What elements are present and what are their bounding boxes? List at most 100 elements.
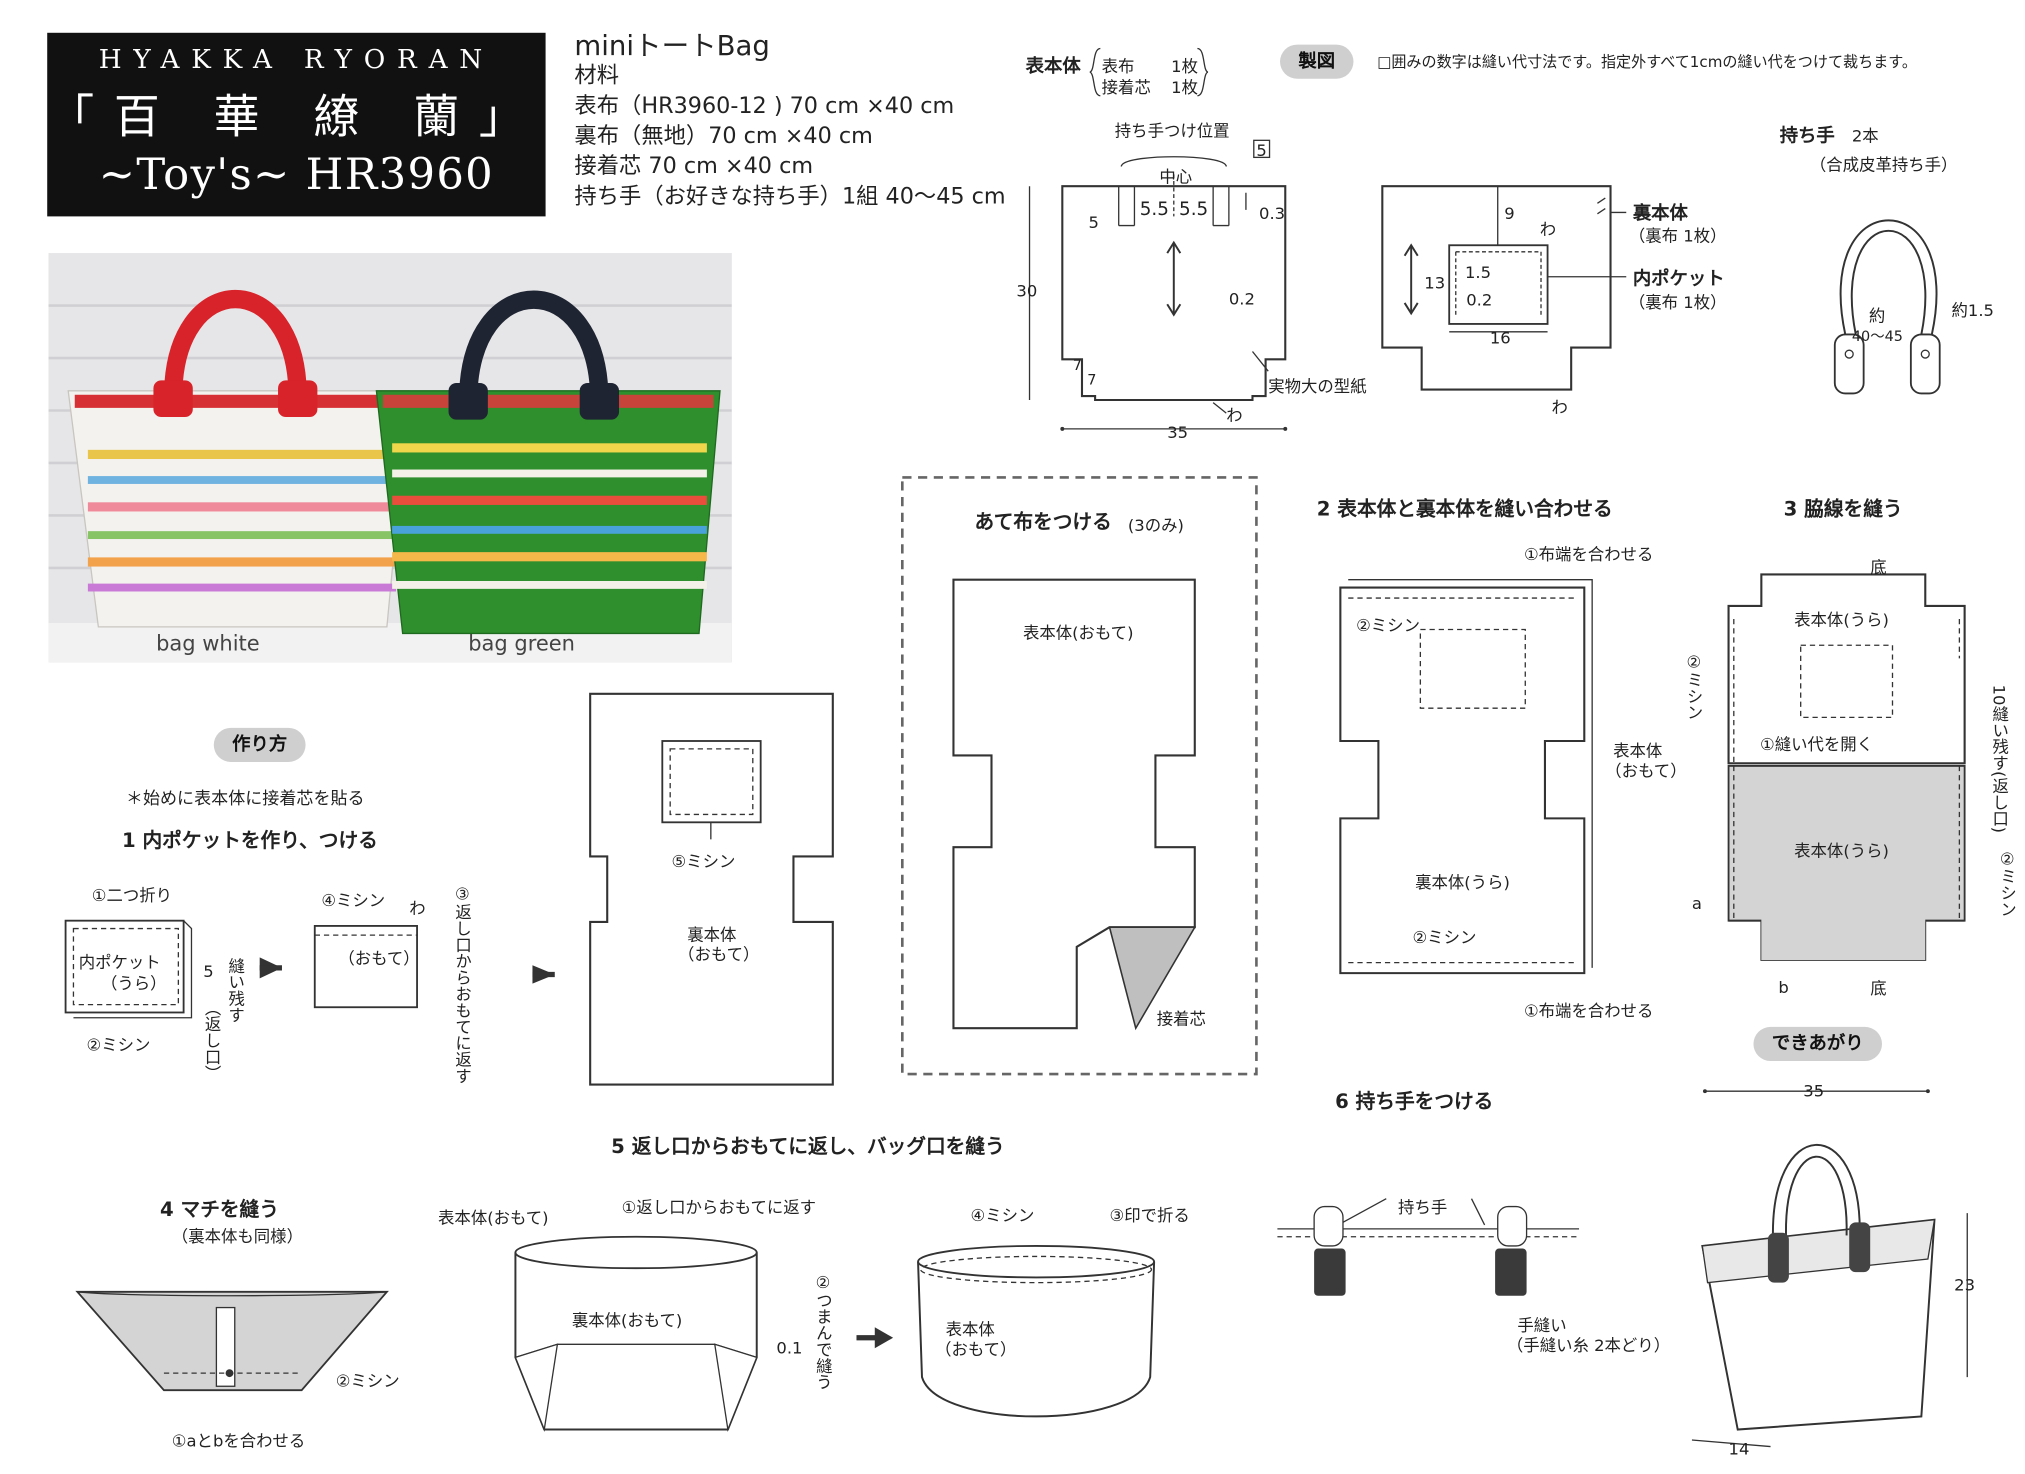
materials-item: 表布（HR3960-12 ) 70 cm ×40 cm bbox=[574, 93, 955, 120]
photo-label-green: bag green bbox=[468, 630, 575, 656]
dim-9: 9 bbox=[1504, 203, 1515, 223]
step2-omote2: （おもて） bbox=[1605, 760, 1687, 781]
materials-item: 接着芯 70 cm ×40 cm bbox=[574, 153, 814, 180]
step3-a: a bbox=[1691, 893, 1702, 913]
s1-ura: （うら） bbox=[100, 973, 167, 993]
s1-sew4: ④ミシン bbox=[321, 890, 386, 911]
step6-hand: 手縫い bbox=[1517, 1315, 1567, 1336]
step2-title: 2 表本体と裏本体を縫い合わせる bbox=[1316, 497, 1613, 521]
dim-0-2: 0.2 bbox=[1228, 288, 1255, 309]
s1-5: 5 bbox=[203, 961, 214, 982]
mochite-label: 持ち手 bbox=[1779, 125, 1835, 147]
materials-item: 持ち手（お好きな持ち手）1組 40～45 cm bbox=[574, 183, 1006, 210]
step6-handle: 持ち手 bbox=[1398, 1197, 1448, 1218]
step5-pinch: ②つまんで縫う bbox=[813, 1272, 833, 1391]
step2-omote: 表本体 bbox=[1613, 740, 1663, 761]
step3-ura2: 表本体(うら) bbox=[1794, 840, 1889, 861]
dekiagari-14: 14 bbox=[1728, 1438, 1750, 1459]
dim-16: 16 bbox=[1489, 327, 1511, 348]
s1-wa: わ bbox=[409, 898, 426, 919]
dim-13: 13 bbox=[1424, 272, 1446, 293]
atenuno-body: 表本体(おもて) bbox=[1022, 622, 1134, 643]
step3-open: ①縫い代を開く bbox=[1760, 734, 1874, 755]
step3-ura: 表本体(うら) bbox=[1794, 609, 1889, 630]
mochite-count: 2本 bbox=[1851, 125, 1879, 146]
s1-body2: （おもて） bbox=[678, 944, 760, 964]
s1-sew5: ⑤ミシン bbox=[671, 851, 736, 871]
pocket-label: 内ポケット bbox=[1632, 268, 1725, 290]
step5-diagram-a bbox=[514, 1235, 758, 1433]
full-size-pattern-label: 実物大の型紙 bbox=[1268, 376, 1367, 397]
dim-35: 35 bbox=[1167, 422, 1189, 442]
atenuno-interfacing: 接着芯 bbox=[1156, 1008, 1206, 1029]
dim-0-3: 0.3 bbox=[1259, 203, 1286, 223]
step2-align2: ①布端を合わせる bbox=[1523, 1000, 1654, 1021]
dim-5-5-left: 5.5 bbox=[1139, 199, 1169, 221]
photo-label-white: bag white bbox=[156, 630, 260, 656]
dim-7a: 7 bbox=[1072, 356, 1082, 374]
step3-bottom: 底 bbox=[1870, 557, 1887, 578]
s1-body: 裏本体 bbox=[687, 924, 737, 945]
dekiagari-23: 23 bbox=[1954, 1274, 1975, 1295]
step3-sew: ②ミシン bbox=[1683, 651, 1704, 721]
product-photo: bag white bag green bbox=[48, 253, 732, 663]
s1-return: （返し口） bbox=[201, 999, 222, 1082]
brace-left bbox=[1089, 47, 1101, 97]
brand-logo: HYAKKA RYORAN 「百 華 繚 蘭」 ~Toy's~ HR3960 bbox=[47, 32, 546, 217]
step5-sew4: ④ミシン bbox=[970, 1205, 1035, 1225]
howto-note: ＊始めに表本体に接着芯を貼る bbox=[125, 789, 365, 810]
step4-sew: ②ミシン bbox=[335, 1370, 400, 1391]
step6-title: 6 持ち手をつける bbox=[1335, 1089, 1494, 1114]
howto-badge: 作り方 bbox=[213, 727, 306, 762]
omote-sub2: 接着芯 bbox=[1101, 77, 1151, 98]
step5-title: 5 返し口からおもてに返し、バッグ口を縫う bbox=[611, 1134, 1005, 1159]
step1-title: 1 内ポケットを作り、つける bbox=[121, 828, 378, 853]
atenuno-sub: (3のみ) bbox=[1127, 515, 1184, 536]
omote-sub1-qty: 1枚 bbox=[1171, 56, 1198, 77]
yaku-label: 約 bbox=[1868, 305, 1886, 326]
finished-bag-diagram bbox=[1691, 1089, 1968, 1448]
step5-ura: 裏本体(おもて) bbox=[571, 1310, 683, 1330]
seizu-badge: 製図 bbox=[1280, 44, 1354, 79]
yaku-length: 40～45 bbox=[1851, 327, 1903, 345]
step5-turn: ①返し口からおもてに返す bbox=[621, 1197, 817, 1218]
materials-block: miniトートBag 材料 表布（HR3960-12 ) 70 cm ×40 c… bbox=[574, 31, 1005, 212]
dim-0-2b: 0.2 bbox=[1466, 289, 1493, 310]
green-bag-stripes bbox=[392, 443, 707, 589]
ura-label: 裏本体 bbox=[1632, 203, 1688, 225]
pattern-ura-diagram bbox=[1381, 185, 1627, 391]
step5-fold: ③印で折る bbox=[1109, 1205, 1190, 1225]
step1-body-diagram bbox=[589, 692, 834, 1086]
bag-photo-illustration bbox=[48, 253, 732, 663]
step4-diagram bbox=[75, 1290, 389, 1392]
materials-item: 裏布（無地）70 cm ×40 cm bbox=[574, 123, 873, 150]
step2-diagram bbox=[1339, 579, 1593, 975]
seizu-note: □囲みの数字は縫い代寸法です。指定外すべて1cmの縫い代をつけて裁ちます。 bbox=[1377, 52, 1917, 71]
step3-bottom2: 底 bbox=[1870, 978, 1887, 999]
dim-7b: 7 bbox=[1087, 371, 1097, 389]
step2-sew: ②ミシン bbox=[1356, 615, 1420, 635]
logo-line2: 「百 華 繚 蘭」 bbox=[48, 91, 545, 145]
atenuno-panel bbox=[901, 476, 1258, 1076]
s1-left-open: 縫い残す bbox=[225, 957, 246, 1023]
s1-turn: ③返し口からおもてに返す bbox=[452, 883, 473, 1084]
materials-title: miniトートBag bbox=[574, 30, 770, 62]
brace-right bbox=[1197, 47, 1209, 97]
center-label: 中心 bbox=[1159, 166, 1193, 187]
logo-line1: HYAKKA RYORAN bbox=[98, 43, 495, 75]
fold-mark-2: わ bbox=[1539, 219, 1557, 239]
mochite-sub: （合成皮革持ち手） bbox=[1809, 154, 1958, 175]
handle-pos-label: 持ち手つけ位置 bbox=[1114, 120, 1230, 141]
fold-mark-3: わ bbox=[1551, 397, 1568, 418]
step3-b: b bbox=[1778, 977, 1789, 997]
omote-sub1: 表布 bbox=[1101, 56, 1135, 77]
step2-ura: 裏本体(うら) bbox=[1415, 872, 1510, 892]
fold-mark: わ bbox=[1226, 405, 1243, 425]
step5-body2: （おもて） bbox=[935, 1339, 1017, 1359]
step5-body: 表本体 bbox=[945, 1319, 995, 1340]
step5-d01: 0.1 bbox=[776, 1337, 803, 1358]
yaku-width: 約1.5 bbox=[1951, 300, 1994, 321]
step4-sub: （裏本体も同様） bbox=[171, 1226, 303, 1246]
step3-title: 3 脇線を縫う bbox=[1783, 497, 1903, 521]
step3-left: 10縫い残す(返し口) bbox=[1989, 684, 2010, 834]
